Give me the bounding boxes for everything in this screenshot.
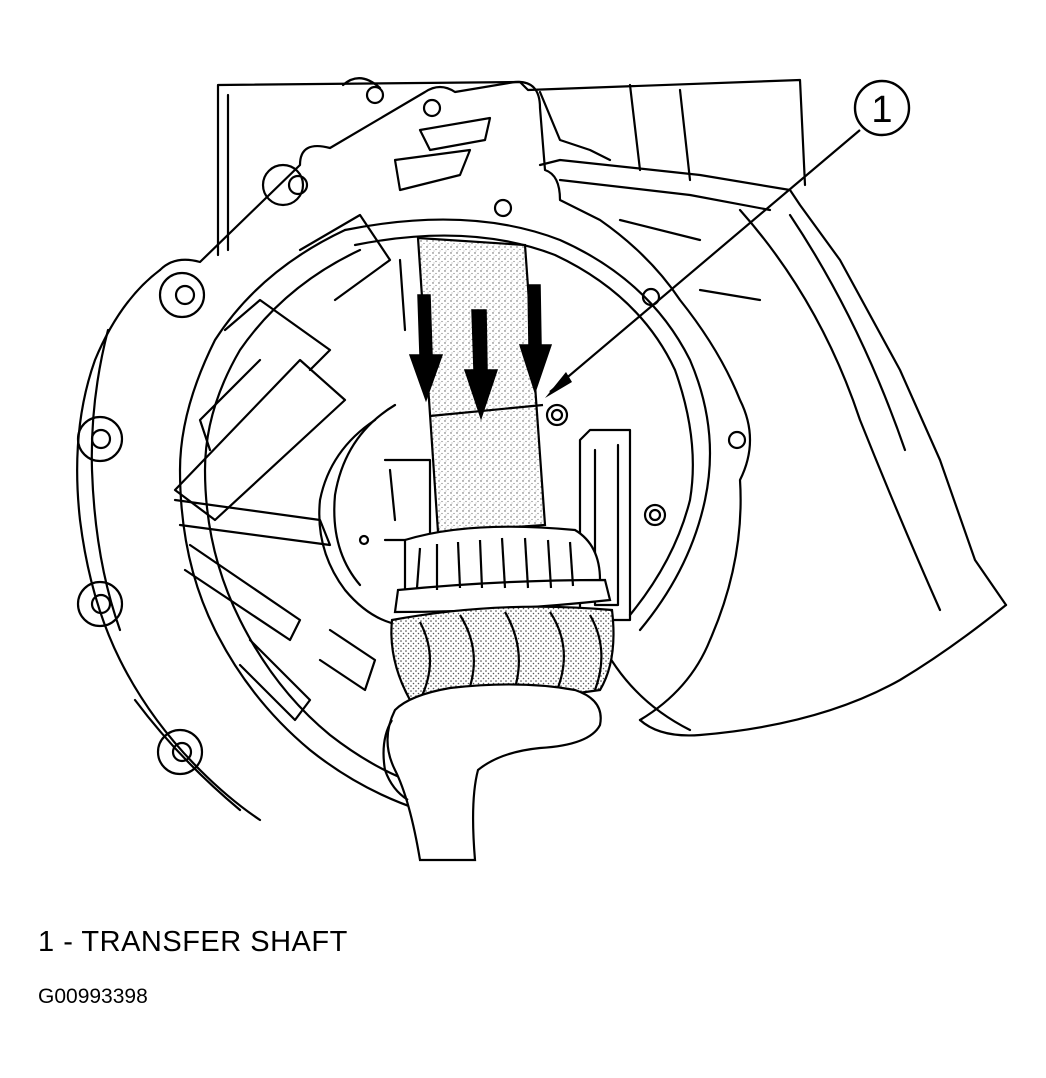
case-ribs (173, 116, 492, 722)
legend-entry: 1 - TRANSFER SHAFT (38, 926, 348, 959)
bearing-bore (178, 218, 712, 812)
figure-id: G00993398 (38, 985, 148, 1008)
press-arrows (408, 284, 553, 421)
bearing-cone (393, 525, 612, 614)
arrow-down-icon (518, 284, 553, 395)
callout-balloon: 1 (853, 79, 911, 137)
legend-separator: - (63, 926, 74, 958)
arrow-down-icon (463, 309, 499, 421)
arrow-down-icon (408, 294, 444, 403)
right-housing (538, 158, 1008, 737)
callout-arrowhead-icon (545, 372, 572, 398)
callout-number: 1 (871, 89, 892, 131)
hand (382, 683, 602, 862)
upper-housing (216, 77, 807, 257)
case-flange (76, 80, 752, 822)
transaxle-case-illustration: 1 (76, 77, 1008, 862)
legend-label: TRANSFER SHAFT (81, 926, 348, 958)
legend-number: 1 (38, 926, 55, 958)
gear (390, 605, 615, 703)
callout-leader (549, 129, 861, 393)
